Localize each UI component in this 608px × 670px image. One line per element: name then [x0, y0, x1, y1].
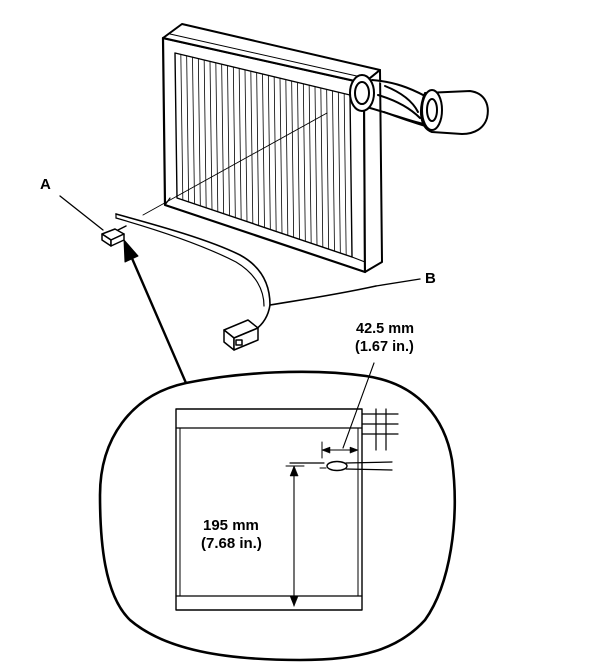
fin-line: [332, 90, 335, 252]
fin-line: [308, 84, 312, 244]
fin-line: [244, 69, 248, 223]
fin-line: [326, 89, 330, 250]
fin-line: [227, 65, 230, 217]
fin-line: [279, 77, 283, 234]
fin-line: [267, 75, 271, 230]
fin-line: [256, 72, 260, 226]
fin-line: [221, 63, 225, 215]
fin-line: [337, 91, 341, 254]
callout-b-label: B: [425, 270, 436, 287]
sensor-connector-icon: [223, 319, 259, 351]
fin-line: [297, 82, 300, 240]
offset-dimension-mm: 42.5 mm: [356, 321, 414, 337]
fin-line: [343, 93, 347, 256]
fin-line: [262, 73, 265, 228]
detail-arrow: [123, 239, 188, 385]
fin-line: [209, 61, 213, 211]
leader-b: [375, 278, 421, 287]
fin-line: [197, 58, 201, 207]
fin-line: [314, 86, 318, 246]
fin-line: [186, 55, 190, 203]
refrigerant-pipes: [349, 74, 489, 135]
evaporator-core: [142, 23, 383, 274]
fin-line: [232, 66, 236, 219]
leader-a: [59, 195, 104, 231]
detail-view: [98, 362, 456, 662]
fin-line: [285, 79, 289, 236]
fin-line: [215, 62, 219, 213]
temperature-sensor-wire: [115, 213, 377, 331]
fin-line: [192, 56, 195, 205]
fin-line: [180, 54, 184, 201]
fin-line: [250, 70, 254, 224]
fin-line: [238, 68, 242, 221]
fin-line: [203, 59, 207, 209]
wire-to-b: [269, 285, 377, 306]
callout-a-label: A: [40, 176, 51, 193]
fin-line: [320, 87, 324, 248]
fin-line: [273, 76, 277, 232]
sensor-clip-icon: [101, 225, 127, 247]
offset-dimension-in: (1.67 in.): [355, 339, 414, 355]
height-dimension-mm: 195 mm: [203, 517, 259, 534]
fin-line: [302, 83, 306, 242]
fin-line: [291, 80, 295, 238]
height-dimension-in: (7.68 in.): [201, 535, 262, 552]
